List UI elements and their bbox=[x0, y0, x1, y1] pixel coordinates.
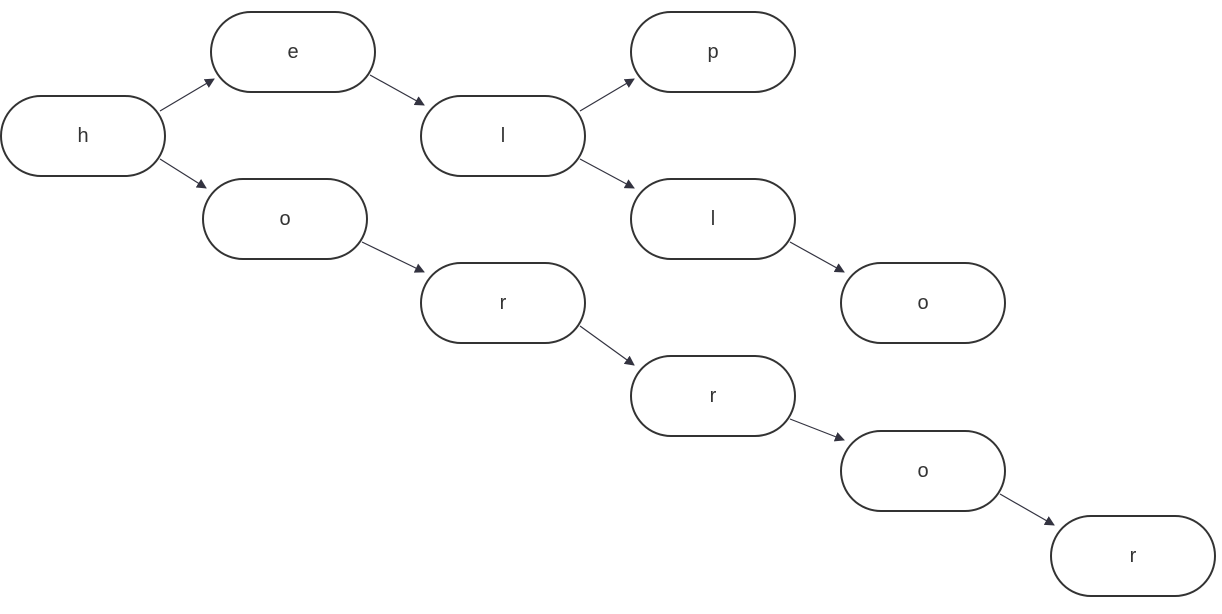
edge-arrow bbox=[159, 158, 207, 189]
node-label: h bbox=[77, 125, 89, 147]
node-label: p bbox=[707, 41, 719, 63]
edge-arrow bbox=[999, 493, 1055, 526]
edge-arrow bbox=[789, 418, 845, 442]
edge-arrow bbox=[361, 241, 425, 273]
node-o[interactable]: o bbox=[840, 262, 1006, 344]
node-l[interactable]: l bbox=[420, 95, 586, 177]
node-h[interactable]: h bbox=[0, 95, 166, 177]
node-o[interactable]: o bbox=[840, 430, 1006, 512]
node-label: o bbox=[917, 460, 929, 482]
edge-arrow bbox=[159, 78, 215, 112]
node-label: o bbox=[917, 292, 929, 314]
node-p[interactable]: p bbox=[630, 11, 796, 93]
edge-arrow bbox=[579, 158, 635, 189]
node-label: l bbox=[710, 208, 716, 230]
node-label: e bbox=[287, 41, 299, 63]
node-label: r bbox=[499, 292, 507, 314]
node-o[interactable]: o bbox=[202, 178, 368, 260]
node-r[interactable]: r bbox=[630, 355, 796, 437]
edge-arrow bbox=[579, 325, 635, 366]
node-r[interactable]: r bbox=[1050, 515, 1216, 597]
node-label: r bbox=[709, 385, 717, 407]
node-l[interactable]: l bbox=[630, 178, 796, 260]
edge-arrow bbox=[579, 78, 635, 112]
node-label: o bbox=[279, 208, 291, 230]
node-r[interactable]: r bbox=[420, 262, 586, 344]
edge-arrow bbox=[789, 241, 845, 273]
node-label: r bbox=[1129, 545, 1137, 567]
node-e[interactable]: e bbox=[210, 11, 376, 93]
node-label: l bbox=[500, 125, 506, 147]
edge-arrow bbox=[369, 74, 425, 106]
